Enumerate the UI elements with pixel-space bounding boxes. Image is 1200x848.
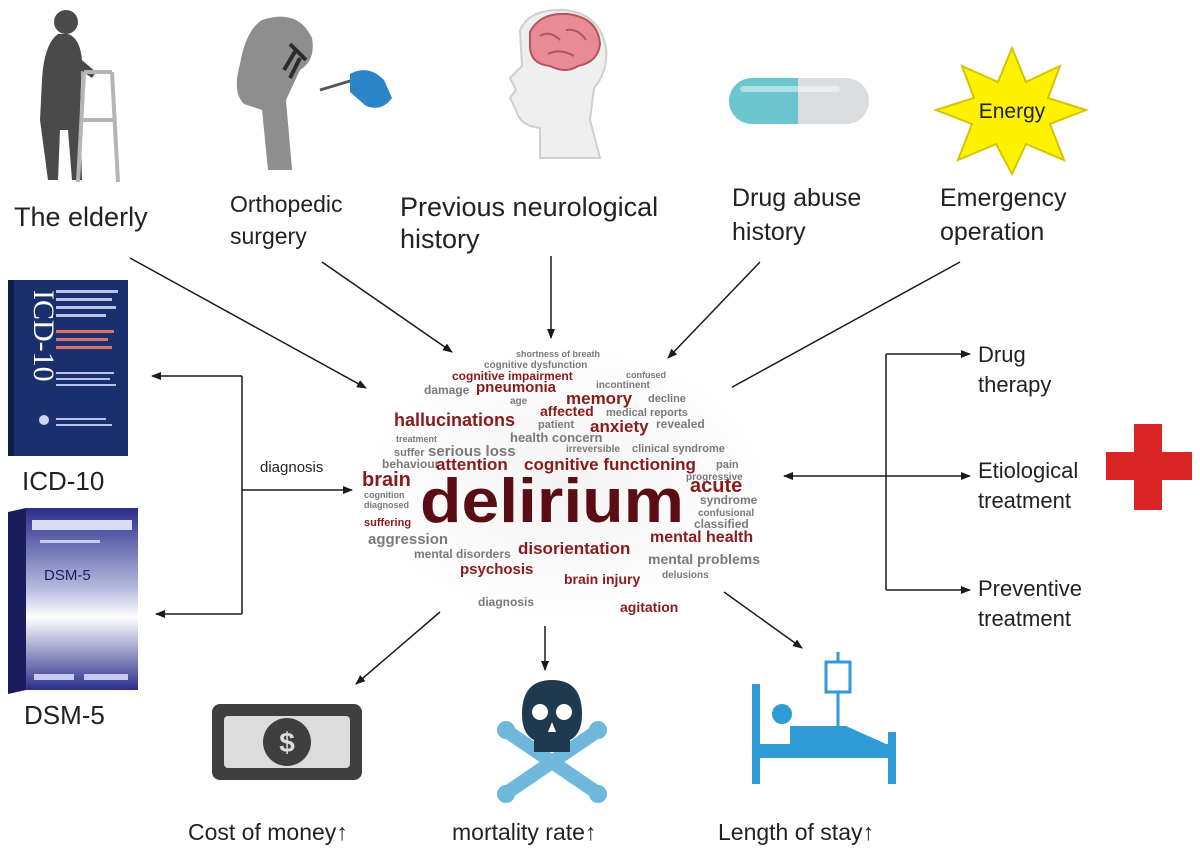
risk-label-emergency: Emergency operation — [940, 184, 1073, 246]
word-cloud-term: syndrome — [700, 493, 758, 507]
arrow-to-cost — [355, 611, 441, 685]
word-cloud-term: suffering — [364, 517, 411, 529]
word-cloud-term: acute — [690, 475, 742, 497]
word-cloud-term: decline — [648, 393, 686, 405]
word-cloud-term: patient — [538, 419, 574, 431]
money-bill-icon: $ — [212, 704, 362, 780]
diagnosis-label: diagnosis — [260, 459, 323, 476]
word-cloud-term: shortness of breath — [516, 349, 600, 359]
word-cloud-term: clinical syndrome — [632, 443, 725, 455]
treatment-preventive: Preventive treatment — [978, 576, 1088, 631]
word-cloud-term: anxiety — [590, 417, 649, 436]
energy-badge-text: Energy — [979, 100, 1046, 123]
arrow-orthopedic — [321, 261, 453, 353]
center-word-delirium: delirium — [420, 467, 684, 536]
femur-scalpel-icon — [236, 16, 392, 171]
arrow-emergency — [715, 261, 961, 397]
word-cloud-term: cognition — [364, 490, 405, 500]
word-cloud-term: irreversible — [566, 444, 620, 455]
arrow-drug-abuse — [667, 261, 761, 359]
treatment-etiological: Etiological treatment — [978, 458, 1084, 513]
medical-cross-icon — [1106, 424, 1192, 510]
risk-label-elderly: The elderly — [14, 202, 148, 232]
word-cloud-term: brain injury — [564, 571, 640, 587]
arrow-elderly — [129, 257, 367, 389]
dsm5-caption: DSM-5 — [24, 700, 105, 730]
risk-label-drug-abuse: Drug abuse history — [732, 184, 868, 246]
word-cloud-term: memory — [566, 389, 633, 408]
word-cloud-term: pain — [716, 459, 739, 471]
hospital-bed-icon — [752, 652, 896, 784]
svg-text:$: $ — [279, 727, 295, 758]
walking-elder-icon — [40, 10, 120, 183]
brain-word-cloud: shortness of breath cognitive dysfunctio… — [361, 344, 768, 622]
word-cloud-term: mental health — [650, 529, 753, 546]
skull-crossbones-icon — [497, 680, 607, 803]
word-cloud-term: attention — [436, 455, 508, 474]
word-cloud-term: affected — [540, 403, 594, 419]
word-cloud-term: diagnosis — [478, 595, 534, 609]
word-cloud-term: serious loss — [428, 443, 516, 460]
word-cloud-term: medical reports — [606, 407, 688, 419]
outcome-mortality: mortality rate↑ — [452, 819, 596, 845]
word-cloud-term: health concern — [510, 430, 603, 445]
risk-label-neurological: Previous neurological history — [400, 192, 666, 254]
word-cloud-term: progressive — [686, 472, 743, 483]
dsm5-book-icon: DSM-5 — [8, 508, 138, 694]
word-cloud-term: classified — [694, 517, 749, 531]
word-cloud-term: aggression — [368, 531, 448, 548]
word-cloud-term: age — [510, 396, 528, 407]
word-cloud-term: mental disorders — [414, 547, 511, 561]
word-cloud-term: psychosis — [460, 561, 533, 578]
icd10-cover-title: ICD-10 — [27, 290, 60, 382]
word-cloud-term: confusional — [698, 508, 754, 519]
word-cloud-term: agitation — [620, 599, 678, 615]
icd10-book-icon: ICD-10 — [8, 280, 128, 456]
word-cloud-term: hallucinations — [394, 410, 515, 430]
word-cloud-term: brain — [362, 469, 411, 491]
word-cloud-term: cognitive impairment — [452, 369, 573, 383]
arrow-to-stay — [723, 591, 803, 649]
word-cloud-term: revealed — [656, 417, 705, 431]
word-cloud-term: suffer — [394, 447, 425, 459]
outcome-cost: Cost of money↑ — [188, 819, 348, 845]
word-cloud-term: incontinent — [596, 380, 651, 391]
word-cloud-term: confused — [626, 370, 666, 380]
word-cloud-term: pneumonia — [476, 379, 557, 396]
treatment-drug-therapy: Drug therapy — [978, 342, 1051, 397]
word-cloud-term: diagnosed — [364, 500, 409, 510]
word-cloud-term: behaviour — [382, 457, 440, 471]
risk-label-orthopedic: Orthopedic surgery — [230, 191, 349, 249]
energy-burst-icon: Energy — [932, 45, 1090, 177]
word-cloud-term: treatment — [396, 434, 437, 444]
word-cloud-term: delusions — [662, 570, 709, 581]
outcome-stay: Length of stay↑ — [718, 819, 874, 845]
icd10-caption: ICD-10 — [22, 466, 104, 496]
word-cloud-term: mental problems — [648, 551, 760, 567]
brain-head-icon — [508, 8, 608, 159]
word-cloud-term: cognitive functioning — [524, 455, 696, 474]
word-cloud-term: cognitive dysfunction — [484, 360, 587, 371]
word-cloud-term: disorientation — [518, 539, 630, 558]
dsm5-cover-title: DSM-5 — [44, 567, 91, 584]
word-cloud-term: damage — [424, 383, 470, 397]
pill-capsule-icon — [729, 78, 869, 124]
